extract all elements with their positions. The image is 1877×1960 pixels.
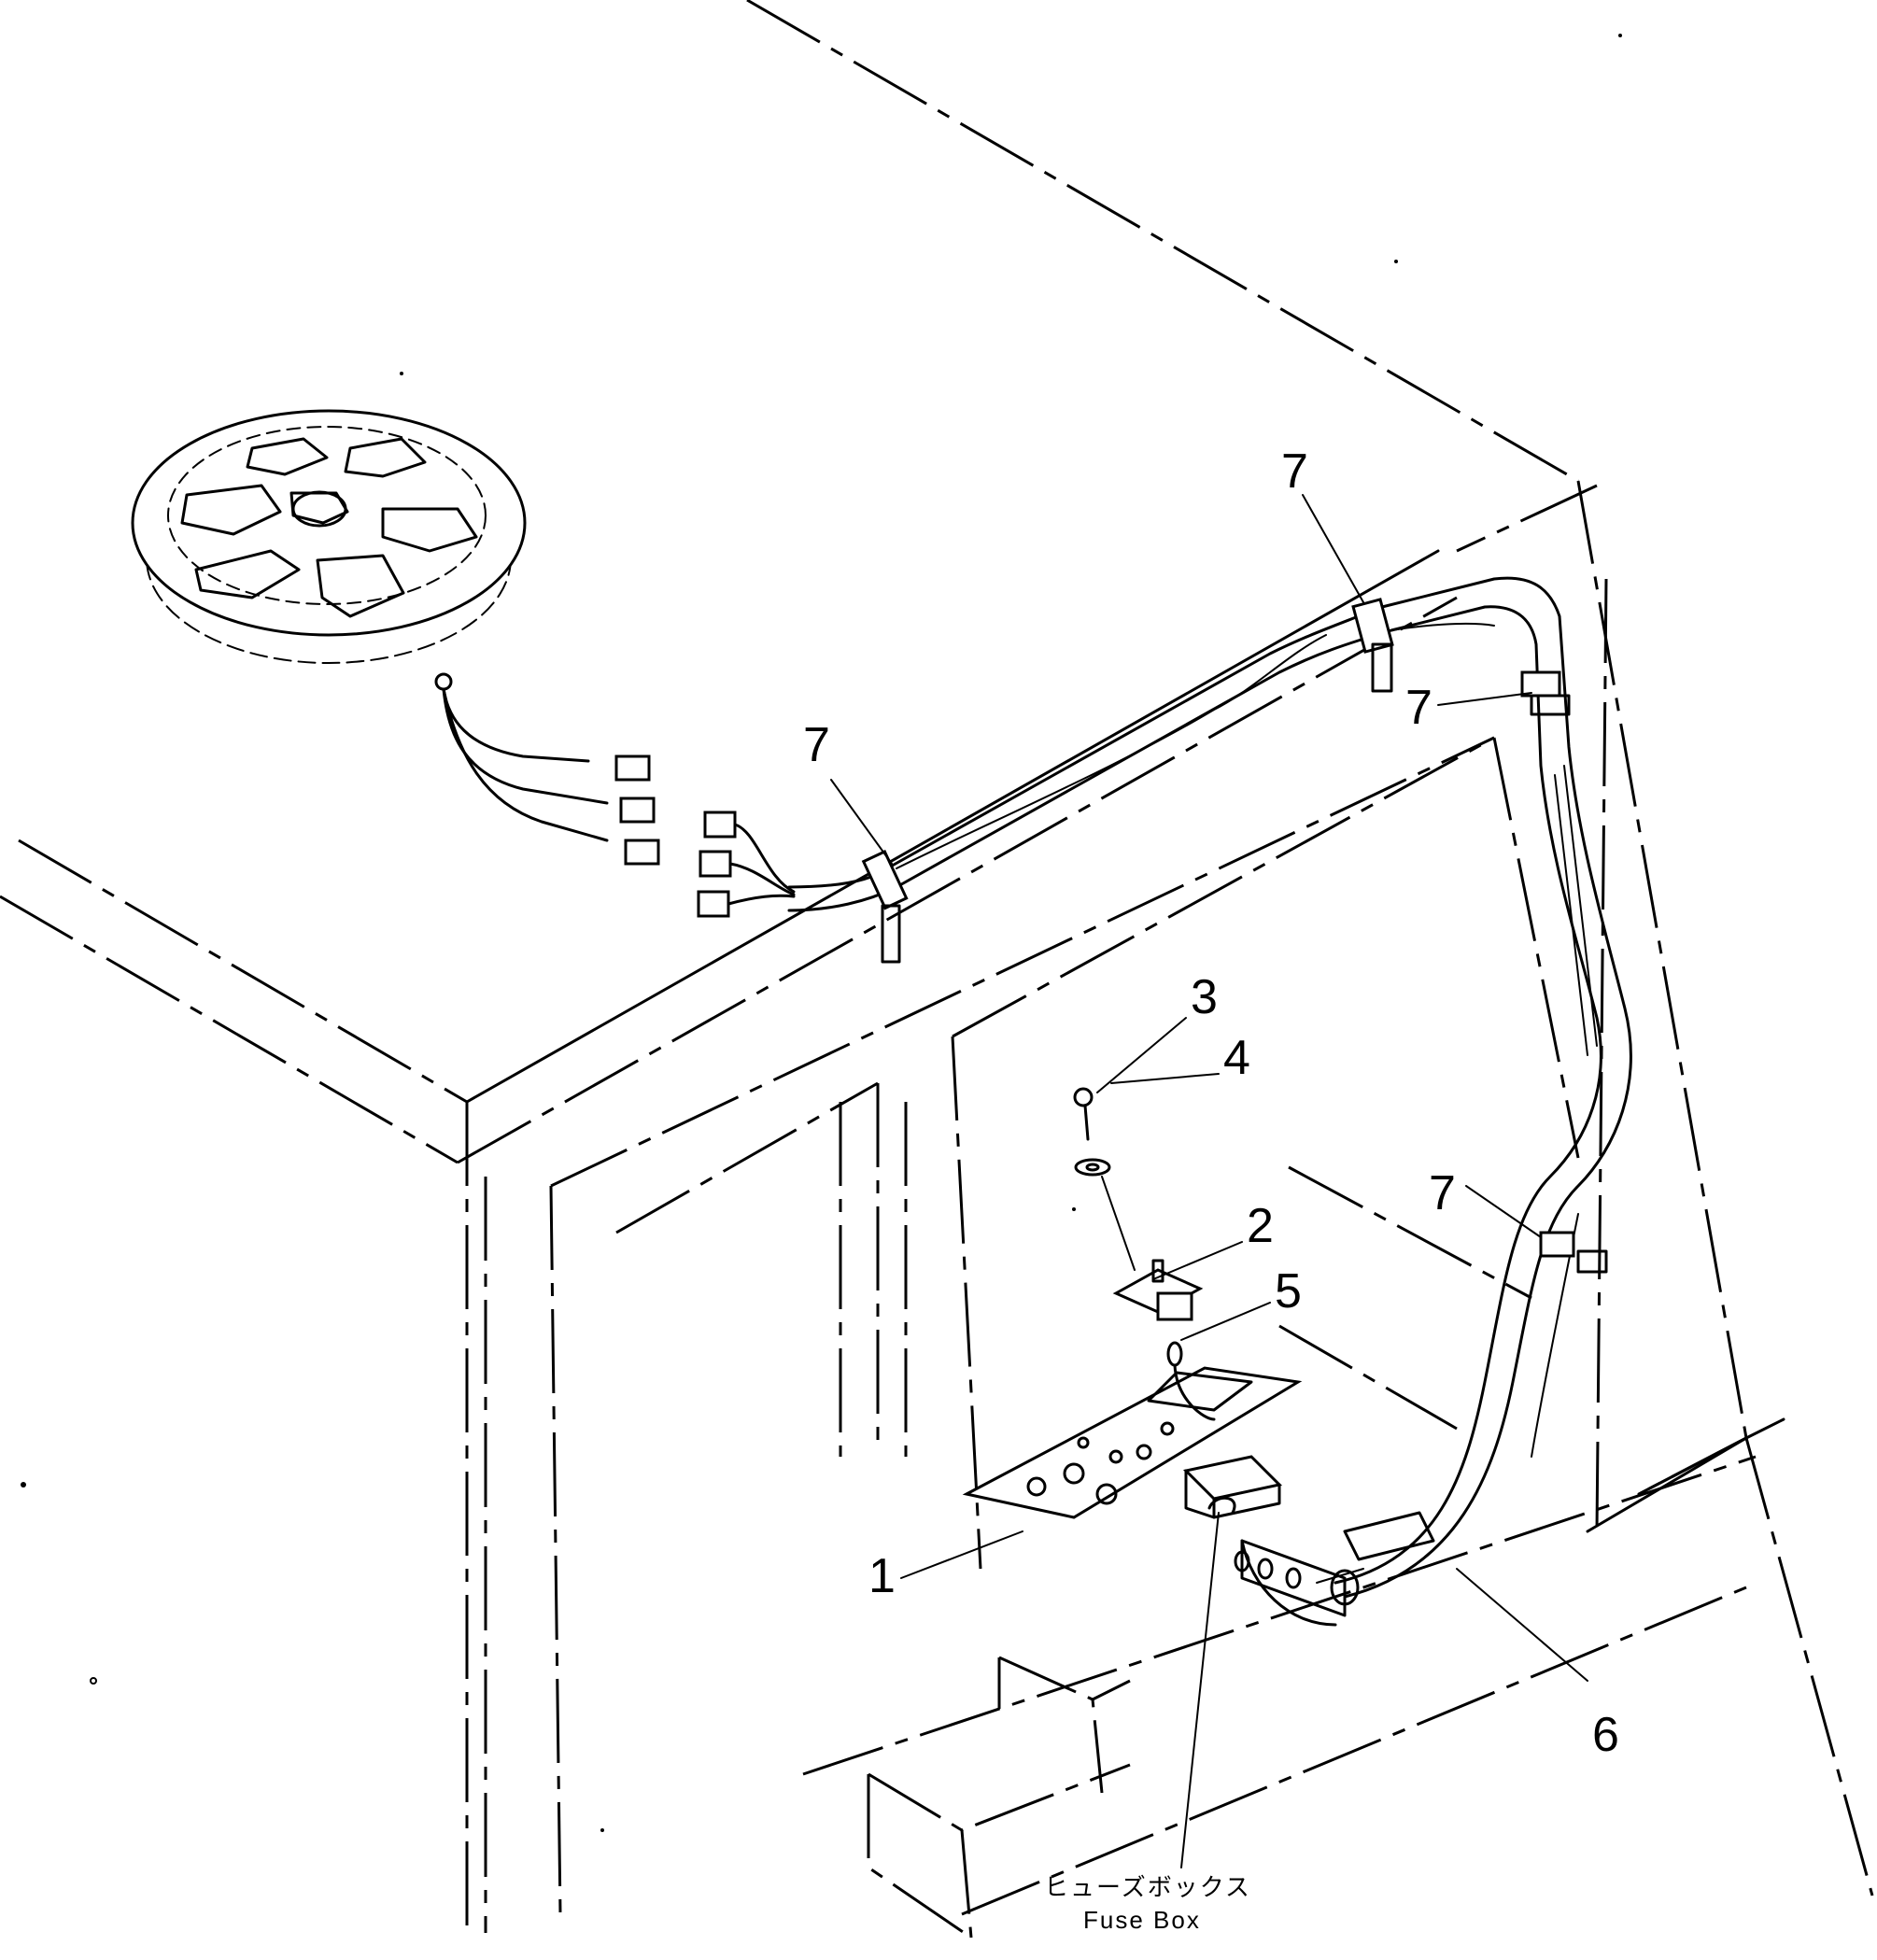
specks bbox=[21, 34, 1622, 1832]
switch-panel-assembly bbox=[962, 1087, 1347, 1627]
fuse-box-label-jp: ヒューズボックス bbox=[1044, 1873, 1251, 1901]
fan-unit bbox=[131, 409, 660, 866]
step-block bbox=[867, 1656, 1131, 1939]
clamps bbox=[861, 598, 1608, 1274]
callout-4: 4 bbox=[1223, 1031, 1250, 1085]
callout-2: 2 bbox=[1247, 1199, 1274, 1253]
callout-7-lower: 7 bbox=[1429, 1166, 1456, 1220]
leader-lines bbox=[830, 494, 1588, 1868]
callout-3: 3 bbox=[1191, 970, 1218, 1024]
wiring-harness bbox=[787, 576, 1632, 1606]
callout-7-right: 7 bbox=[1405, 681, 1432, 735]
callout-7-top: 7 bbox=[1281, 444, 1308, 499]
harness-connectors bbox=[697, 811, 796, 918]
callout-6: 6 bbox=[1592, 1708, 1619, 1762]
callout-7-left: 7 bbox=[803, 718, 830, 772]
callout-labels: 1 2 3 4 5 6 7 7 7 7 bbox=[803, 444, 1619, 1762]
fuse-box-label-en: Fuse Box bbox=[1083, 1906, 1201, 1934]
fuse-box-caption: ヒューズボックス Fuse Box bbox=[1044, 1873, 1251, 1934]
callout-5: 5 bbox=[1275, 1264, 1302, 1318]
callout-1: 1 bbox=[868, 1549, 896, 1603]
